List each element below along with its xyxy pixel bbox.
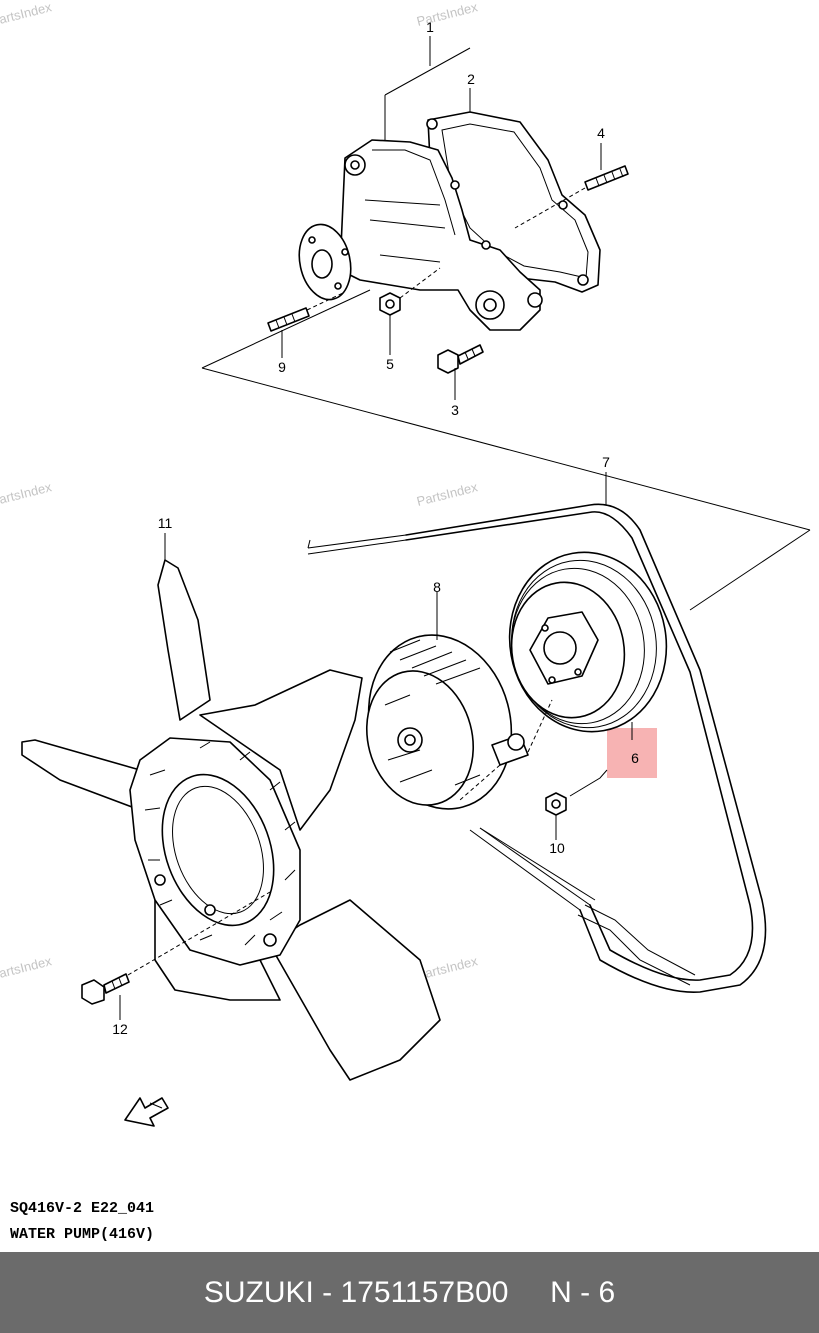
callout-2[interactable]: 2 — [467, 71, 475, 87]
diagram-title: WATER PUMP(416V) — [10, 1226, 155, 1243]
part-footer-bar: SUZUKI - 1751157B00 N - 6 — [0, 1252, 819, 1333]
callout-9[interactable]: 9 — [278, 359, 286, 375]
watermark-text: PartsIndex — [0, 953, 54, 983]
diagram-code: SQ416V-2 E22_041 — [10, 1200, 155, 1217]
bolt — [437, 344, 484, 374]
callout-1[interactable]: 1 — [426, 19, 434, 35]
footer-brand: SUZUKI — [203, 1275, 314, 1309]
nut — [379, 267, 441, 316]
callout-12[interactable]: 12 — [112, 1021, 128, 1037]
callout-7[interactable]: 7 — [602, 454, 610, 470]
callout-3[interactable]: 3 — [451, 402, 459, 418]
bolt — [81, 891, 271, 1005]
water-pump-assembly — [298, 111, 601, 331]
watermark-text: PartsIndex — [415, 479, 479, 509]
stud-bolt — [267, 291, 346, 332]
callouts: 1 2 3 4 5 6 7 8 9 10 11 12 — [112, 19, 639, 1037]
callout-10[interactable]: 10 — [549, 840, 565, 856]
nut — [545, 792, 567, 816]
footer-part-number[interactable]: 1751157B00 — [340, 1275, 509, 1309]
assembly-plane-line — [307, 539, 596, 901]
footer-separator: - — [322, 1275, 333, 1309]
cooling-fan — [21, 559, 441, 1081]
callout-8[interactable]: 8 — [433, 579, 441, 595]
leader-lines — [119, 36, 633, 1020]
callout-6[interactable]: 6 — [631, 750, 639, 766]
callout-11[interactable]: 11 — [158, 515, 173, 531]
watermark-text: PartsIndex — [0, 0, 54, 29]
stud-bolt — [514, 165, 629, 229]
v-belt — [307, 503, 767, 994]
footer-position: N - 6 — [550, 1275, 616, 1309]
callout-5[interactable]: 5 — [386, 356, 394, 372]
exploded-parts-diagram: PartsIndex PartsIndex PartsIndex PartsIn… — [0, 0, 811, 1127]
crank-pulley — [508, 551, 668, 733]
watermark-text: PartsIndex — [415, 0, 479, 29]
assembly-plane-line — [201, 289, 811, 611]
callout-4[interactable]: 4 — [597, 125, 605, 141]
watermark-text: PartsIndex — [0, 479, 54, 509]
front-direction-arrow-icon — [124, 1097, 169, 1127]
fan-clutch — [365, 634, 553, 810]
